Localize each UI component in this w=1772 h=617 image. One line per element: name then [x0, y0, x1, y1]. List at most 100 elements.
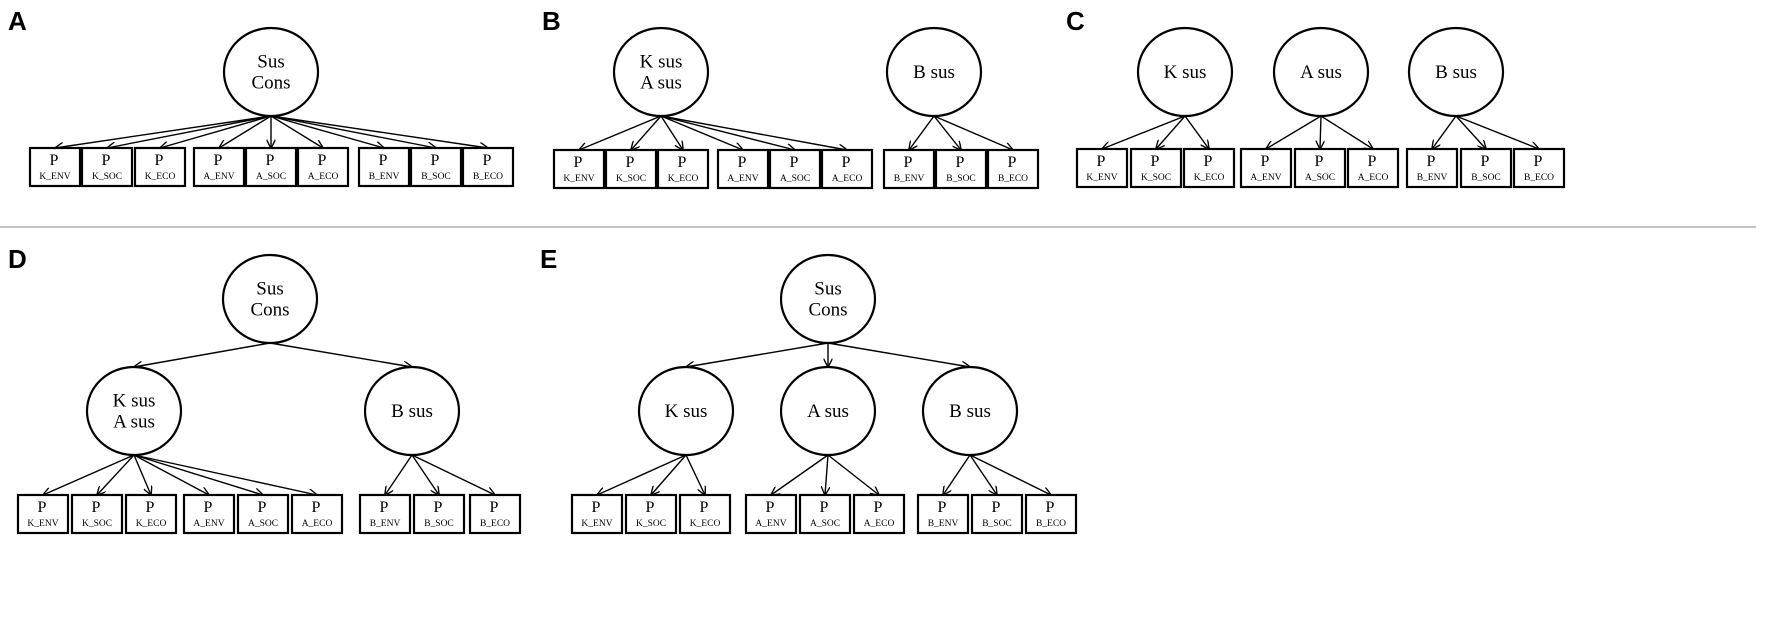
indicator-subscript: K_SOC — [92, 172, 122, 182]
indicator-subscript: A_ENV — [193, 519, 224, 529]
indicator-subscript: K_ENV — [39, 172, 70, 182]
indicator-p-label: P — [678, 154, 687, 171]
indicator-box — [192, 146, 246, 188]
indicator-subscript: A_SOC — [810, 519, 840, 529]
loading-arrow — [631, 115, 662, 150]
latent-node-sus — [222, 26, 320, 118]
indicator-box — [552, 148, 606, 190]
indicator-subscript: K_ENV — [1086, 173, 1117, 183]
loading-arrow — [133, 454, 317, 495]
indicator-subscript: B_SOC — [946, 174, 976, 184]
latent-label: B sus — [391, 401, 433, 422]
loading-arrow — [651, 454, 687, 495]
indicator-subscript: B_ENV — [894, 174, 925, 184]
indicator-p-label: P — [50, 152, 59, 169]
indicator-p-label: P — [146, 499, 155, 516]
indicator-subscript: B_ECO — [480, 519, 510, 529]
loading-arrow — [1432, 115, 1457, 149]
indicator-p-label: P — [646, 499, 655, 516]
latent-node-sus — [221, 253, 319, 345]
indicator-box — [1129, 147, 1183, 189]
loading-arrow — [160, 115, 272, 148]
latent-label: B sus — [949, 401, 991, 422]
latent-label: Cons — [808, 300, 847, 321]
indicator-p-label: P — [874, 499, 883, 516]
indicator-subscript: A_SOC — [1305, 173, 1335, 183]
latent-node-ka — [612, 26, 710, 118]
indicator-subscript: A_ECO — [864, 519, 895, 529]
indicator-p-label: P — [1481, 153, 1490, 170]
indicator-subscript: A_SOC — [248, 519, 278, 529]
loading-arrow — [270, 115, 384, 148]
loading-arrow — [933, 115, 961, 150]
indicator-p-label: P — [1534, 153, 1543, 170]
indicator-p-label: P — [102, 152, 111, 169]
latent-node-ka — [85, 365, 183, 457]
indicator-subscript: K_ENV — [581, 519, 612, 529]
indicator-subscript: K_ECO — [668, 174, 699, 184]
indicator-box — [624, 493, 678, 535]
loading-arrow — [685, 454, 705, 495]
latent-label: B sus — [1435, 62, 1477, 83]
indicator-subscript: A_ECO — [1358, 173, 1389, 183]
indicator-p-label: P — [1151, 153, 1160, 170]
indicator-p-label: P — [483, 152, 492, 169]
latent-label: K sus — [1164, 62, 1207, 83]
indicator-p-label: P — [214, 152, 223, 169]
latent-label: A sus — [1300, 62, 1342, 83]
loading-arrow — [909, 115, 935, 150]
loading-arrow — [1266, 115, 1322, 149]
indicator-box — [882, 148, 936, 190]
latent-label: Cons — [251, 73, 290, 94]
indicator-box — [468, 493, 522, 535]
latent-label: K sus — [113, 391, 156, 412]
indicator-p-label: P — [1427, 153, 1436, 170]
indicator-subscript: K_ENV — [27, 519, 58, 529]
indicator-subscript: A_ECO — [832, 174, 863, 184]
loading-arrow — [55, 115, 272, 148]
indicator-p-label: P — [738, 154, 747, 171]
indicator-p-label: P — [1204, 153, 1213, 170]
loading-arrow — [133, 454, 209, 495]
indicator-box — [1075, 147, 1129, 189]
indicator-p-label: P — [38, 499, 47, 516]
latent-label: A sus — [640, 73, 682, 94]
indicator-p-label: P — [820, 499, 829, 516]
indicator-box — [1182, 147, 1236, 189]
indicator-box — [604, 148, 658, 190]
indicator-box — [124, 493, 178, 535]
loading-arrow — [270, 115, 436, 148]
indicator-subscript: B_SOC — [421, 172, 451, 182]
indicator-box — [852, 493, 906, 535]
indicator-subscript: K_ECO — [136, 519, 167, 529]
path-arrow-sus-to-ka — [134, 342, 271, 367]
indicator-p-label: P — [766, 499, 775, 516]
loading-arrow — [579, 115, 662, 150]
indicator-box — [296, 146, 350, 188]
panel-letter-b: B — [542, 6, 561, 36]
indicator-box — [798, 493, 852, 535]
indicator-subscript: A_ENV — [1250, 173, 1281, 183]
indicator-box — [1405, 147, 1459, 189]
panel-letter-e: E — [540, 244, 557, 274]
path-arrow-sus-to-b — [827, 342, 970, 367]
loading-arrow — [660, 115, 847, 150]
latent-node-a — [779, 365, 877, 457]
loading-arrow — [133, 454, 263, 495]
indicator-subscript: B_ENV — [369, 172, 400, 182]
indicator-box — [716, 148, 770, 190]
indicator-box — [357, 146, 411, 188]
loading-arrow — [597, 454, 687, 495]
indicator-subscript: B_ECO — [1036, 519, 1066, 529]
indicator-subscript: A_ECO — [302, 519, 333, 529]
latent-label: Sus — [256, 279, 283, 300]
indicator-p-label: P — [92, 499, 101, 516]
loading-arrow — [825, 454, 828, 495]
indicator-p-label: P — [318, 152, 327, 169]
indicator-p-label: P — [592, 499, 601, 516]
indicator-p-label: P — [258, 499, 267, 516]
indicator-box — [678, 493, 732, 535]
latent-label: Sus — [257, 52, 284, 73]
